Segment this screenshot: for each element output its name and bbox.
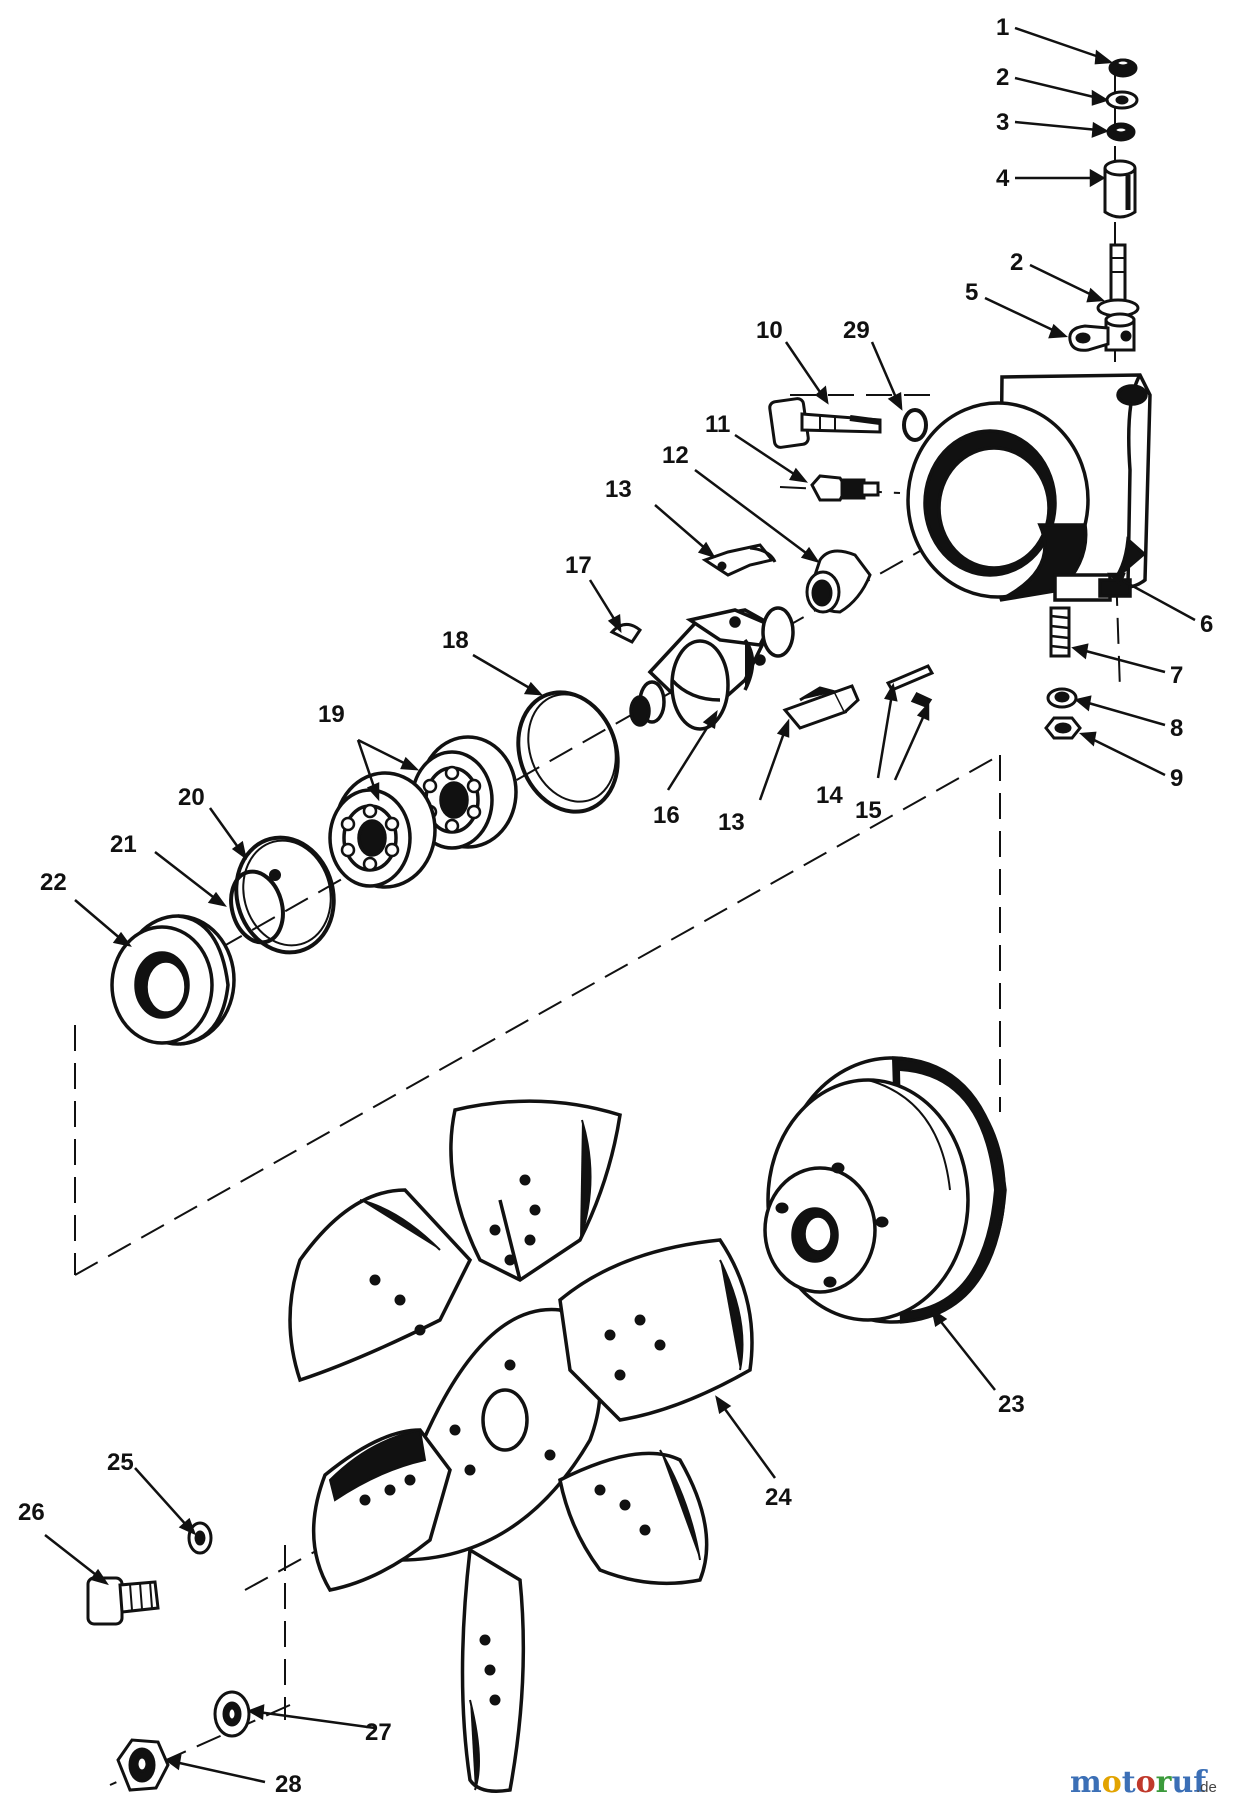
part-18-snap-ring [516, 690, 620, 814]
part-2-washer-top [1105, 90, 1139, 110]
part-25-lock-washer [187, 1521, 213, 1555]
part-8-washer [1046, 687, 1078, 709]
motoruf-watermark: motoruf .de [1070, 1765, 1217, 1800]
part-22-seal [110, 914, 236, 1046]
callout-29: 29 [843, 317, 870, 344]
callout-16: 16 [653, 802, 680, 829]
callout-11: 11 [705, 411, 730, 438]
watermark-letter: o [1102, 1765, 1122, 1800]
part-13-clip-upper [701, 543, 777, 577]
callout-18: 18 [442, 627, 469, 654]
callout-1: 1 [996, 14, 1009, 41]
callout-10: 10 [756, 317, 783, 344]
callout-8: 8 [1170, 715, 1183, 742]
callout-22: 22 [40, 869, 67, 896]
callout-21: 21 [110, 831, 137, 858]
callout-20: 20 [178, 784, 205, 811]
watermark-letter: r [1156, 1765, 1173, 1800]
part-5-lever-arm [1068, 324, 1110, 352]
watermark-letter: t [1122, 1765, 1136, 1800]
watermark-letter: u [1171, 1765, 1193, 1800]
watermark-letter: f [1193, 1765, 1208, 1800]
part-28-nut [116, 1738, 170, 1792]
part-12-bushing [805, 549, 872, 614]
part-10-bolt [768, 397, 882, 449]
watermark-tld: .de [1196, 1779, 1217, 1796]
callout-14: 14 [816, 782, 843, 809]
part-16-shaft [629, 606, 795, 731]
part-14-pin [885, 664, 935, 692]
part-27-lock-washer [213, 1690, 251, 1738]
watermark-logo: motoruf [1070, 1765, 1208, 1800]
part-20-retaining-ring [234, 835, 336, 955]
callout-13-upper: 13 [605, 476, 632, 503]
callout-5: 5 [965, 279, 978, 306]
callout-3: 3 [996, 109, 1009, 136]
part-24-fan [288, 1099, 754, 1793]
watermark-letter: o [1136, 1765, 1156, 1800]
callout-28: 28 [275, 1771, 302, 1798]
callout-26: 26 [18, 1499, 45, 1526]
callout-9: 9 [1170, 765, 1183, 792]
callout-19: 19 [318, 701, 345, 728]
part-23-pulley [763, 1056, 1007, 1324]
callout-7: 7 [1170, 662, 1183, 689]
callout-13-lower: 13 [718, 809, 745, 836]
callout-12: 12 [662, 442, 689, 469]
part-7-set-screw [1049, 606, 1071, 658]
part-1-nut [1108, 58, 1138, 78]
callout-2: 2 [996, 64, 1009, 91]
part-6-housing [906, 373, 1152, 602]
part-11-plug [810, 474, 880, 502]
part-3-bushing [1106, 122, 1136, 142]
part-2-spindle-assembly [1096, 243, 1140, 352]
callout-24: 24 [765, 1484, 792, 1511]
part-19-bearing-front [328, 771, 437, 889]
callout-2-lower: 2 [1010, 249, 1023, 276]
part-4-sleeve [1103, 159, 1137, 219]
part-9-nut [1044, 716, 1082, 740]
part-13-clip-lower [782, 684, 860, 730]
part-29-o-ring [902, 408, 928, 442]
part-21-retaining-ring [229, 869, 285, 945]
callout-4: 4 [996, 165, 1010, 192]
watermark-letter: m [1070, 1765, 1102, 1800]
callout-27: 27 [365, 1719, 392, 1746]
callout-6: 6 [1200, 611, 1213, 638]
callout-15: 15 [855, 797, 882, 824]
callout-25: 25 [107, 1449, 134, 1476]
callout-23: 23 [998, 1391, 1025, 1418]
part-26-bolt [86, 1576, 160, 1626]
callout-17: 17 [565, 552, 592, 579]
callout-labels: 1 2 3 4 2 5 6 7 8 9 10 29 11 12 13 17 18… [18, 14, 1213, 1798]
leader-arrows [44, 26, 1196, 1784]
